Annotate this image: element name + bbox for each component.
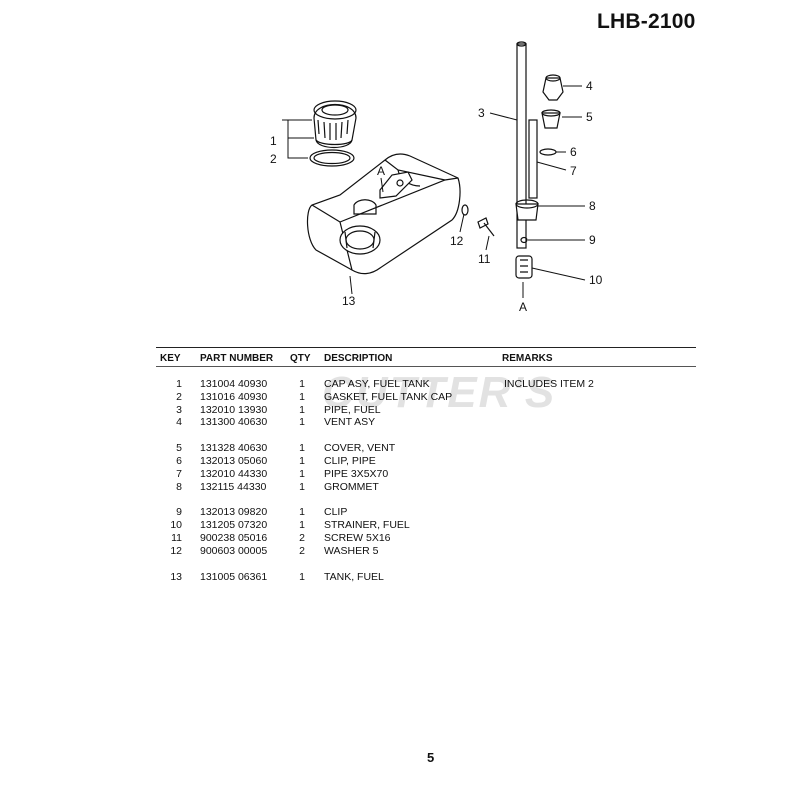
cell-key: 6	[176, 454, 182, 467]
cell-key: 7	[176, 467, 182, 480]
cell-key: 4	[176, 416, 182, 429]
cell-description: STRAINER, FUEL	[324, 519, 410, 532]
table-row: 1 131004 40930 1 CAP ASY, FUEL TANK INCL…	[156, 378, 696, 391]
cell-key: 11	[171, 531, 182, 544]
callout-1: 1	[270, 134, 277, 148]
table-row: 4 131300 40630 1 VENT ASY	[156, 416, 696, 429]
cell-key: 1	[176, 378, 182, 390]
watermark: CUTTER'S	[322, 368, 557, 417]
callout-3: 3	[478, 106, 485, 120]
cell-part-number: 131328 40630	[200, 442, 268, 455]
header-qty: QTY	[290, 353, 311, 364]
cell-qty: 1	[299, 416, 305, 429]
table-row: 5 131328 40630 1 COVER, VENT	[156, 442, 696, 455]
table-row: 8 132115 44330 1 GROMMET	[156, 481, 696, 494]
cell-description: VENT ASY	[324, 416, 376, 429]
cell-description: SCREW 5X16	[324, 531, 391, 544]
table-header-rule	[156, 366, 696, 367]
cell-qty: 2	[299, 531, 305, 544]
callout-7: 7	[570, 164, 577, 178]
callout-2: 2	[270, 152, 277, 166]
cell-part-number: 131016 40930	[200, 390, 268, 403]
model-title: LHB-2100	[597, 10, 696, 33]
callout-8: 8	[589, 199, 596, 213]
table-row: 10 131205 07320 1 STRAINER, FUEL	[156, 519, 696, 532]
cell-part-number: 900603 00005	[200, 544, 268, 557]
table-body: 1 131004 40930 1 CAP ASY, FUEL TANK INCL…	[156, 378, 696, 583]
cell-key: 12	[170, 544, 182, 557]
cell-part-number: 132010 13930	[200, 403, 268, 416]
table-row: 11 900238 05016 2 SCREW 5X16	[156, 532, 696, 545]
cell-qty: 2	[299, 544, 305, 557]
table-row: 3 132010 13930 1 PIPE, FUEL	[156, 404, 696, 417]
cell-description: TANK, FUEL	[324, 570, 384, 583]
cell-key: 2	[176, 390, 182, 403]
cell-description: COVER, VENT	[324, 442, 396, 455]
header-part-number: PART NUMBER	[200, 353, 274, 364]
fuel-cap-illustration	[313, 100, 357, 149]
cell-description: CAP ASY, FUEL TANK	[324, 378, 430, 390]
cell-part-number: 132115 44330	[200, 480, 267, 493]
callout-11: 11	[478, 252, 491, 266]
cell-key: 9	[176, 506, 182, 519]
cell-key: 13	[170, 570, 182, 583]
header-remarks: REMARKS	[502, 353, 553, 364]
cell-key: 3	[176, 403, 182, 416]
fuel-tank-illustration	[306, 153, 461, 275]
cell-part-number: 131005 06361	[200, 570, 268, 583]
cell-qty: 1	[299, 442, 305, 455]
cell-description: CLIP	[324, 506, 348, 519]
table-row: 6 132013 05060 1 CLIP, PIPE	[156, 455, 696, 468]
table-row: 9 132013 09820 1 CLIP	[156, 506, 696, 519]
fuel-pipe-illustration	[516, 41, 527, 249]
cell-part-number: 132013 09820	[200, 506, 268, 519]
cell-part-number: 131300 40630	[200, 416, 268, 429]
header-key: KEY	[160, 353, 181, 364]
page-number: 5	[427, 750, 435, 765]
gasket-illustration	[309, 149, 355, 167]
header-description: DESCRIPTION	[324, 353, 393, 364]
cell-qty: 1	[299, 519, 305, 532]
callout-6: 6	[570, 145, 577, 159]
table-top-rule	[156, 347, 696, 348]
callout-9: 9	[589, 233, 596, 247]
cell-qty: 1	[299, 378, 305, 390]
cell-part-number: 131004 40930	[200, 378, 268, 390]
cell-description: PIPE 3X5X70	[324, 467, 389, 480]
cell-part-number: 131205 07320	[200, 519, 268, 532]
cell-remarks: INCLUDES ITEM 2	[504, 378, 594, 390]
callout-5: 5	[586, 110, 593, 124]
cell-qty: 1	[299, 570, 305, 583]
callout-12: 12	[450, 234, 464, 248]
cell-qty: 1	[299, 403, 305, 416]
cell-part-number: 132013 05060	[200, 454, 268, 467]
cell-qty: 1	[299, 467, 305, 480]
cell-description: GROMMET	[324, 480, 379, 493]
callout-a-top: A	[377, 164, 385, 178]
cell-description: GASKET, FUEL TANK CAP	[324, 390, 453, 403]
cell-qty: 1	[299, 480, 305, 493]
cell-description: CLIP, PIPE	[324, 454, 376, 467]
cell-part-number: 132010 44330	[200, 467, 268, 480]
callout-4: 4	[586, 79, 593, 93]
table-row: 7 132010 44330 1 PIPE 3X5X70	[156, 468, 696, 481]
table-row: 2 131016 40930 1 GASKET, FUEL TANK CAP	[156, 391, 696, 404]
cell-part-number: 900238 05016	[200, 531, 268, 544]
cell-description: WASHER 5	[324, 544, 379, 557]
callout-a-bottom: A	[519, 300, 527, 314]
cell-description: PIPE, FUEL	[324, 403, 381, 416]
cell-key: 5	[176, 442, 182, 455]
cell-qty: 1	[299, 506, 305, 519]
cell-key: 8	[176, 480, 182, 493]
cell-key: 10	[170, 519, 182, 532]
callout-10: 10	[589, 273, 603, 287]
table-row: 13 131005 06361 1 TANK, FUEL	[156, 571, 696, 584]
table-row: 12 900603 00005 2 WASHER 5	[156, 545, 696, 558]
callout-13: 13	[342, 294, 356, 308]
cell-qty: 1	[299, 454, 305, 467]
cell-qty: 1	[299, 390, 305, 403]
fuel-system-diagram: 1 2 A 3 4 5 6 7 8 9 10 11 12 13 A	[270, 41, 603, 314]
